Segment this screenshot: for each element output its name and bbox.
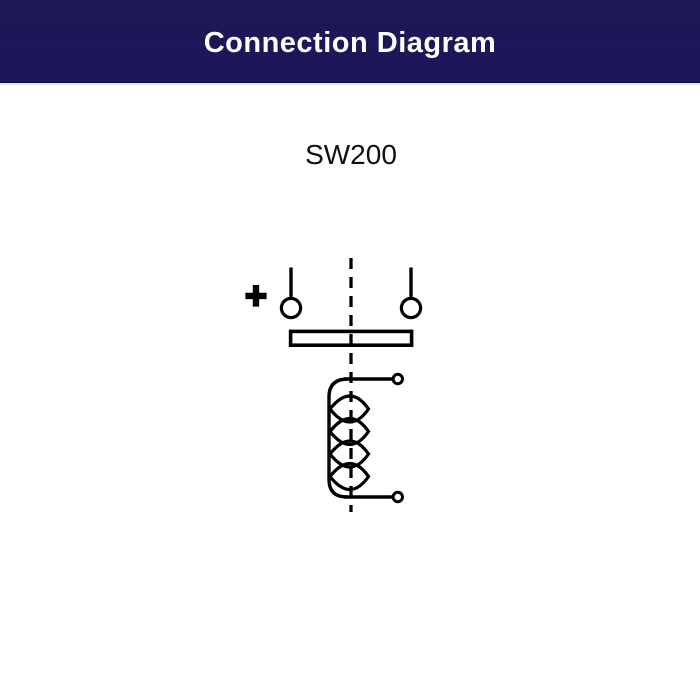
- plus-icon: +: [245, 276, 267, 318]
- header-bar: Connection Diagram: [0, 0, 700, 83]
- coil-loop: [328, 461, 371, 492]
- right-contact-terminal: [399, 267, 423, 320]
- page-title: Connection Diagram: [203, 26, 497, 59]
- left-contact-terminal: [279, 267, 303, 320]
- coil-return-wire: [327, 377, 348, 499]
- coil-bottom-terminal-circle-icon: [391, 490, 404, 504]
- coil-icon: [327, 372, 404, 504]
- right-terminal-circle-icon: [399, 296, 423, 320]
- left-terminal-circle-icon: [279, 296, 303, 320]
- header-accent-line: [0, 83, 700, 85]
- model-label: SW200: [305, 139, 397, 170]
- coil-top-terminal-circle-icon: [391, 372, 404, 386]
